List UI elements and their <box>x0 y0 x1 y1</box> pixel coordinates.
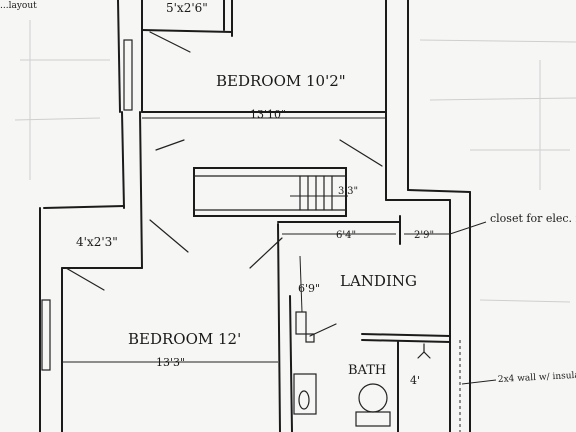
bedroom-bottom-label: BEDROOM 12' <box>128 330 241 348</box>
bath-label: BATH <box>348 363 386 378</box>
annotations: ...layout 5'x2'6" BEDROOM 10'2" 13'10" 3… <box>0 1 576 387</box>
dim-6-4-label: 6'4" <box>336 230 356 241</box>
background-ghost-lines <box>14 20 576 303</box>
bedroom-top-label: BEDROOM 10'2" <box>216 72 346 90</box>
dim-2-9-label: 2'9" <box>414 230 434 241</box>
wall-note: 2x4 wall w/ insulation <box>498 370 576 385</box>
dim-4-label: 4' <box>410 374 420 387</box>
fixtures <box>293 311 431 427</box>
sink <box>293 373 317 415</box>
toilet-tank <box>355 411 391 427</box>
closet-left-label: 4'x2'3" <box>76 235 118 249</box>
dim-13-3-label: 13'3" <box>156 356 185 369</box>
landing-label: LANDING <box>340 272 417 290</box>
top-corner-label: ...layout <box>0 1 37 11</box>
closet-note: closet for elec. furnace size?? <box>490 212 576 225</box>
dimension-lines <box>62 117 450 363</box>
dim-stair-label: 3'3" <box>338 186 358 197</box>
dim-13-10-label: 13'10" <box>250 108 286 121</box>
dim-6-9-label: 6'9" <box>298 282 320 295</box>
walls <box>39 0 471 432</box>
closet-top-label: 5'x2'6" <box>166 1 208 15</box>
toilet-bowl <box>358 383 388 413</box>
door-swings <box>65 31 461 432</box>
closet-note-text: closet for elec. furnace size?? <box>490 212 576 225</box>
